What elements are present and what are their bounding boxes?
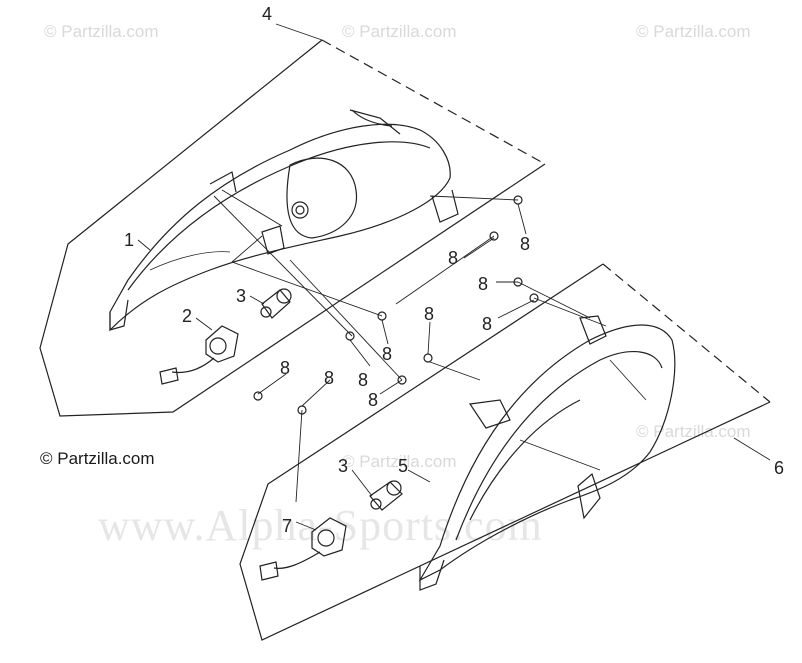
- callout-5: 5: [398, 456, 408, 476]
- leader-lines: [137, 23, 771, 531]
- callout-8-h: 8: [368, 390, 378, 410]
- callout-8-g: 8: [358, 370, 368, 390]
- callout-7: 7: [282, 516, 292, 536]
- screws: [253, 195, 539, 415]
- callout-3-lower: 3: [338, 456, 348, 476]
- upper-assembly-outline: [39, 39, 546, 417]
- upper-bulb: [260, 288, 292, 319]
- callout-8-j: 8: [324, 368, 334, 388]
- watermark-mid-center: © Partzilla.com: [342, 452, 457, 471]
- watermark-top-right: © Partzilla.com: [636, 22, 751, 41]
- callout-4: 4: [262, 4, 272, 24]
- callout-8-b: 8: [448, 248, 458, 268]
- watermark-mid-right: © Partzilla.com: [636, 422, 751, 441]
- callout-8-i: 8: [280, 358, 290, 378]
- callout-8-f: 8: [382, 344, 392, 364]
- copyright-credit: © Partzilla.com: [40, 449, 155, 468]
- watermark-top-center: © Partzilla.com: [342, 22, 457, 41]
- lower-turn-signal-housing: [418, 315, 676, 591]
- lower-bulb: [369, 480, 403, 511]
- callout-8-e: 8: [424, 304, 434, 324]
- callout-3-upper: 3: [236, 286, 246, 306]
- upper-socket: [159, 325, 239, 385]
- callout-2: 2: [182, 306, 192, 326]
- watermark-top-left: © Partzilla.com: [44, 22, 159, 41]
- callout-8-d: 8: [482, 314, 492, 334]
- callout-8-c: 8: [478, 274, 488, 294]
- callout-numbers: 4 1 2 3 8 8 8 8 8 8 8 8 8 8 3 5 7 6: [124, 4, 784, 536]
- callout-6: 6: [774, 458, 784, 478]
- callout-8-a: 8: [520, 234, 530, 254]
- lower-socket: [259, 517, 347, 581]
- callout-1: 1: [124, 230, 134, 250]
- upper-turn-signal-housing: [109, 109, 459, 332]
- lower-assembly-outline: [239, 263, 771, 641]
